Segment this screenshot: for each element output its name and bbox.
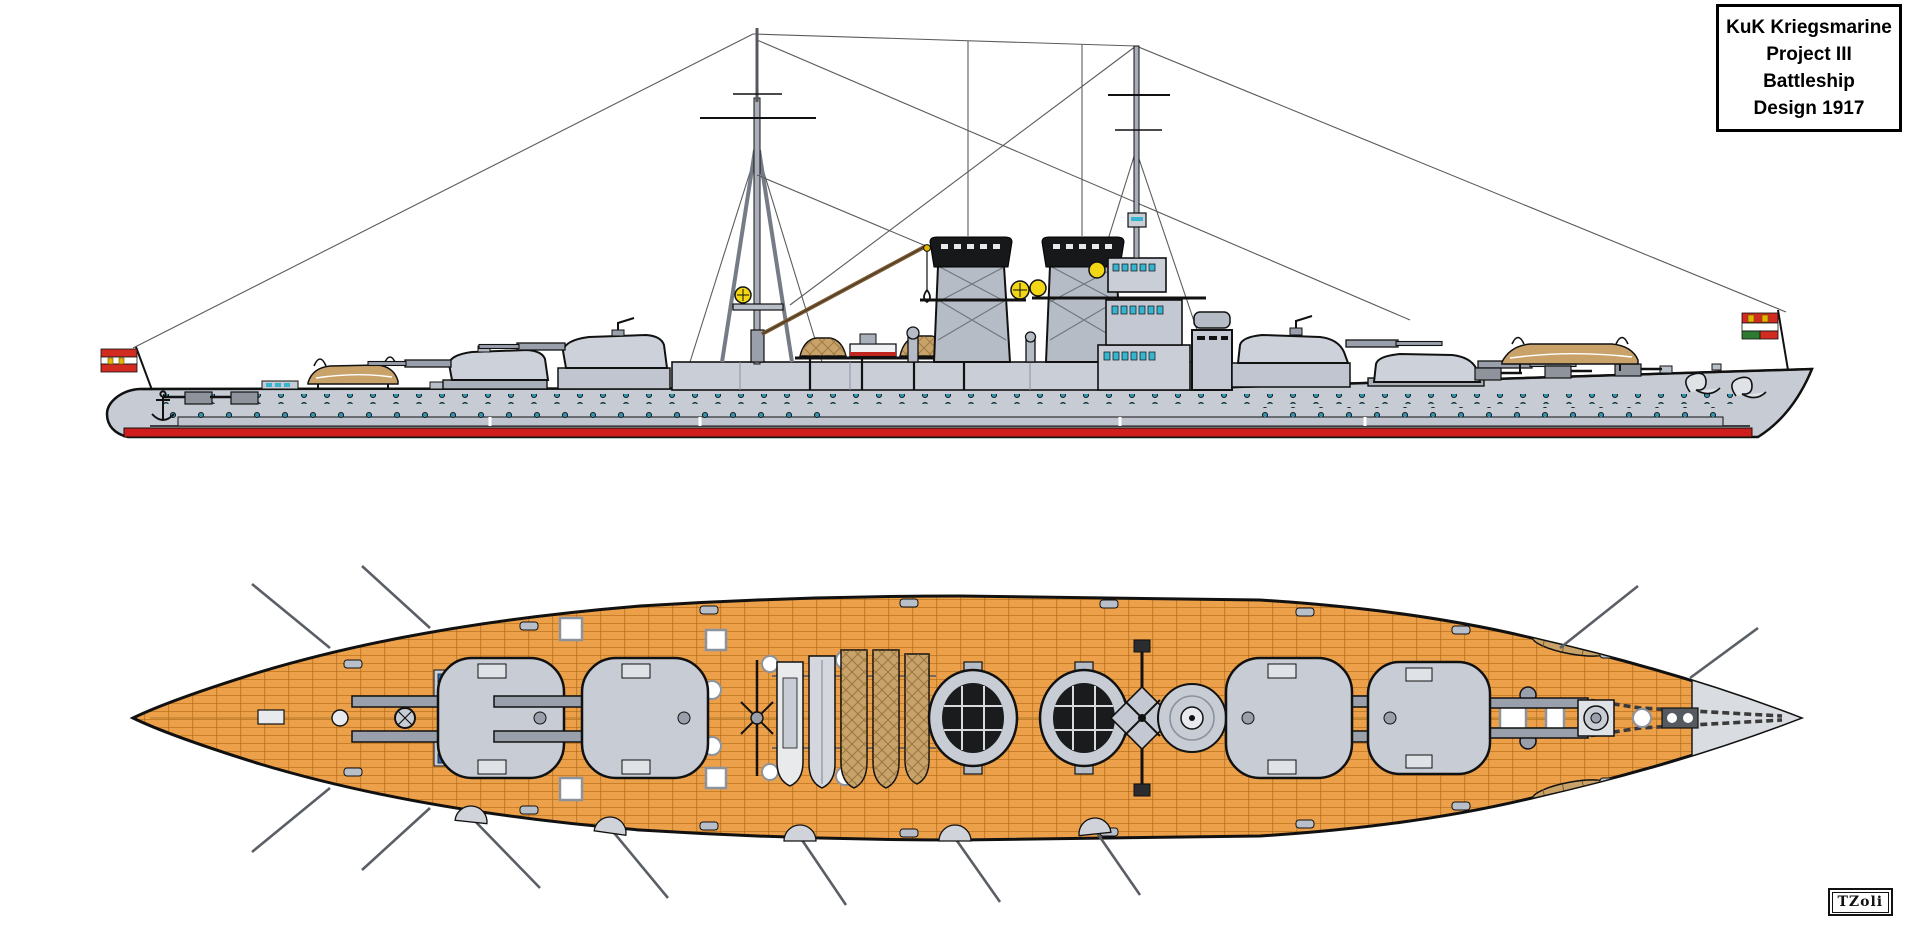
fwd-turret-superfiring xyxy=(1231,315,1443,388)
conning-tower xyxy=(1191,311,1233,391)
waterline-stripe xyxy=(123,427,1753,438)
funnel-1-cap-dashes xyxy=(941,244,1000,249)
bridge-structure xyxy=(1088,257,1206,391)
stowed-boats-plan xyxy=(772,649,936,789)
armor-belt xyxy=(177,416,1724,427)
fore-mast xyxy=(1108,45,1170,259)
bow-fairlead xyxy=(1661,707,1699,729)
searchlight-funnel2 xyxy=(1029,279,1047,297)
porthole-row-upper xyxy=(150,394,1750,404)
boat-crane xyxy=(750,174,931,363)
aft-turret-superfiring xyxy=(478,317,671,390)
foremast-plan xyxy=(1109,639,1175,797)
conning-platform-plan xyxy=(1157,683,1227,753)
aft-turret-super-plan xyxy=(493,656,710,780)
aft-deck-fittings xyxy=(257,707,416,729)
forecastle-boat xyxy=(1501,336,1639,374)
searchlight-bridge xyxy=(1088,261,1106,279)
vent-cowls xyxy=(906,326,1037,363)
side-profile-view xyxy=(100,28,1814,439)
deck-contents xyxy=(256,598,1800,838)
aa-gun-aft xyxy=(611,317,635,337)
rangefinder xyxy=(1193,311,1231,329)
fwd-casemate-guns xyxy=(1474,363,1662,381)
fire-control-top xyxy=(1107,257,1167,293)
funnel-2-plan xyxy=(1038,661,1130,775)
signature-box: TZoli xyxy=(1828,888,1893,916)
deck-plan-view xyxy=(131,565,1802,906)
title-box: KuK Kriegsmarine Project III Battleship … xyxy=(1716,4,1902,132)
funnel-1-plan xyxy=(927,661,1019,775)
bridge-windows-lower xyxy=(1103,351,1156,361)
mainmast-plan xyxy=(740,660,774,776)
funnel-2 xyxy=(1029,236,1138,363)
signature-text: TZoli xyxy=(1831,891,1890,913)
title-line-4: Design 1917 xyxy=(1753,98,1865,119)
rigging-wires xyxy=(132,33,1787,363)
bow-steel-deck xyxy=(1691,660,1800,776)
bow-scroll-ornaments xyxy=(1685,372,1767,399)
bow-jack-flag xyxy=(1741,309,1789,371)
funnel-1 xyxy=(920,236,1030,363)
aft-turret-low xyxy=(367,345,550,390)
title-line-1: KuK Kriegsmarine xyxy=(1726,17,1892,38)
aft-turret-low-plan xyxy=(351,656,566,780)
porthole-row-lower-fwd xyxy=(1240,407,1720,417)
edge-bollards xyxy=(343,598,1619,838)
porthole-row-lower-aft xyxy=(162,409,822,419)
windlass xyxy=(1577,699,1615,737)
stern-anchor-ornament xyxy=(151,390,175,421)
motor-pinnace xyxy=(849,333,897,357)
bridge-windows-upper xyxy=(1111,305,1164,315)
boat-booms xyxy=(251,565,1759,906)
funnel-2-cap-dashes xyxy=(1053,244,1112,249)
quarterdeck-skylight xyxy=(261,380,299,390)
aft-casemate-guns xyxy=(164,391,259,405)
aa-gun-fwd xyxy=(1289,315,1313,336)
fwd-turret-low-plan xyxy=(1366,660,1589,776)
title-line-3: Battleship xyxy=(1763,71,1855,92)
searchlight-mainmast xyxy=(734,286,752,304)
main-mast xyxy=(700,28,816,365)
crane-hook xyxy=(923,289,931,304)
stern-ensign-flag xyxy=(100,346,153,391)
boom-davit-pads xyxy=(454,805,1112,842)
title-line-2: Project III xyxy=(1766,44,1852,65)
